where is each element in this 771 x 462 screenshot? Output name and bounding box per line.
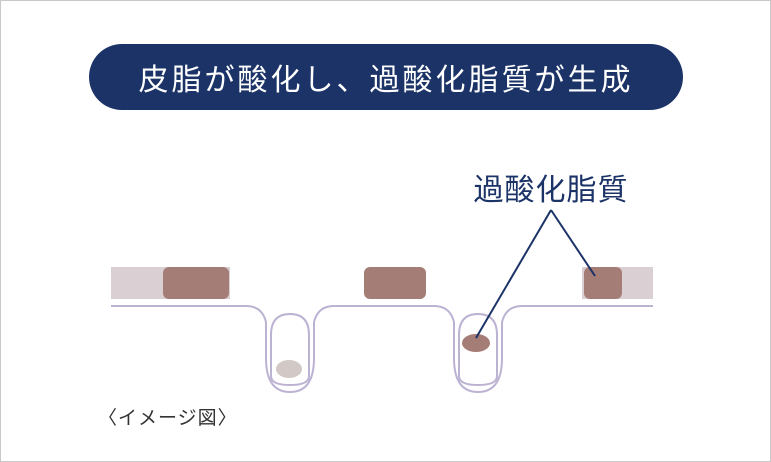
follicle-inner-right xyxy=(458,312,498,387)
oxidized-patch-2 xyxy=(364,267,426,299)
callout-label: 過酸化脂質 xyxy=(474,173,629,208)
title-text: 皮脂が酸化し、過酸化脂質が生成 xyxy=(138,63,634,98)
title-banner: 皮脂が酸化し、過酸化脂質が生成 xyxy=(89,44,683,110)
skin-outer-line xyxy=(111,305,653,394)
follicle-inner-left xyxy=(270,312,310,387)
sebum-droplet xyxy=(276,360,302,378)
oxidized-patch-1 xyxy=(163,267,229,299)
oxidized-patch-3 xyxy=(584,267,622,299)
leader-line-to-pore xyxy=(475,209,552,339)
oxidized-lipid-droplet xyxy=(462,334,490,352)
caption: 〈イメージ図〉 xyxy=(98,407,238,429)
leader-line-to-surface xyxy=(550,209,596,277)
